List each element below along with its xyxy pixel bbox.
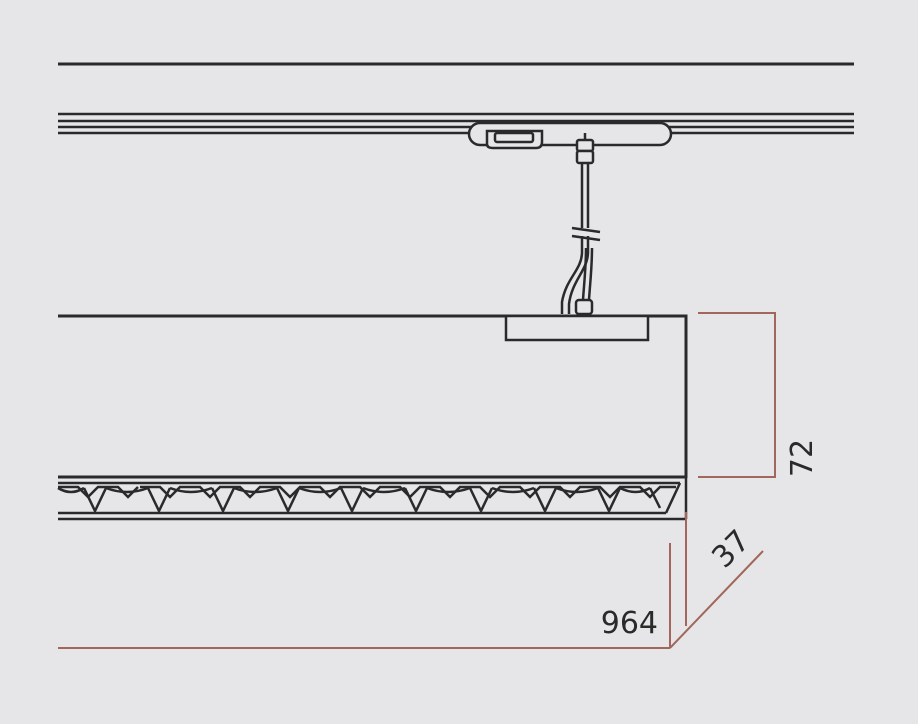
- track-rail: [58, 112, 854, 135]
- suspension-cable: [560, 163, 594, 314]
- luminaire-body: [58, 314, 688, 479]
- cable-grip-bottom: [574, 298, 594, 316]
- dimension-lines: [58, 312, 776, 649]
- cable-cut-marks: [571, 226, 601, 242]
- depth-dimension-line: [669, 550, 764, 649]
- cable-grip-top: [575, 133, 595, 165]
- track-adapter: [467, 121, 673, 150]
- depth-dimension-label: 37: [705, 523, 757, 575]
- mounting-plate: [504, 314, 650, 342]
- height-dimension-label: 72: [785, 439, 820, 477]
- louver-diffuser: [57, 478, 688, 521]
- length-dimension-label: 964: [601, 606, 658, 641]
- height-dimension-line: [698, 312, 776, 478]
